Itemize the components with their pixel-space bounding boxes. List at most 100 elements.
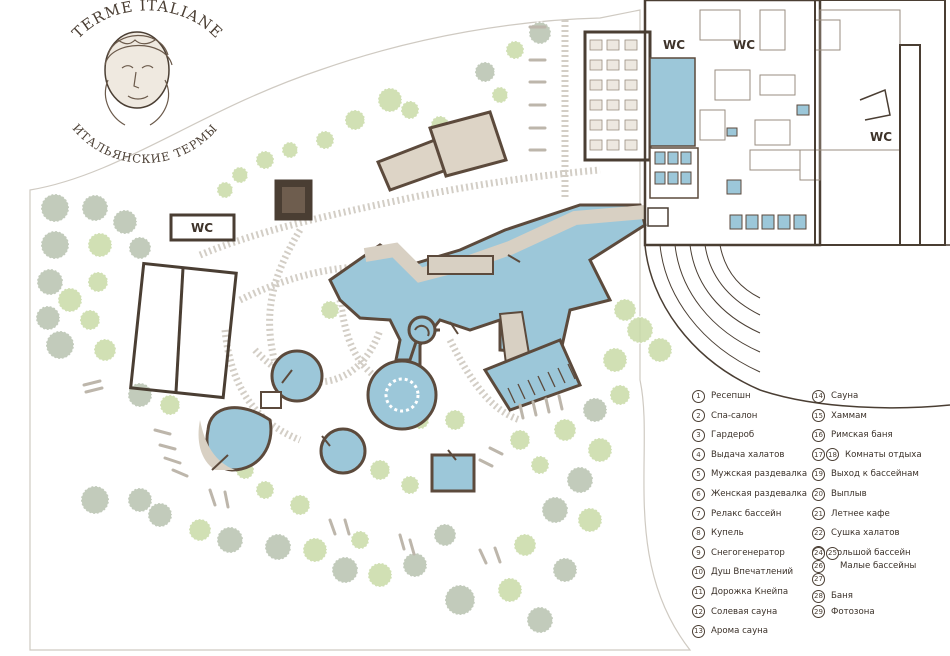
legend-item: 15 Хаммам xyxy=(812,408,867,424)
tree xyxy=(444,409,466,431)
legend-label: Большой бассейн xyxy=(831,547,911,558)
legend-item: 29 Фотозона xyxy=(812,604,875,620)
legend-number-badge: 2 xyxy=(692,409,705,423)
tree xyxy=(127,487,153,513)
legend-label: Выплыв xyxy=(831,489,867,499)
tree xyxy=(231,166,249,184)
legend-item: 4 Выдача халатов xyxy=(692,447,784,463)
legend-label: Релакс бассейн xyxy=(711,508,782,519)
tree xyxy=(369,459,391,481)
sun-loungers xyxy=(82,25,564,565)
round-pool-medium xyxy=(270,349,324,403)
tree xyxy=(609,384,631,406)
legend-label: Римская баня xyxy=(831,430,893,441)
legend-item: 22 Сушка халатов xyxy=(812,525,900,541)
legend-number-badge: 12 xyxy=(692,605,705,619)
legend-label: Комнаты отдыха xyxy=(845,449,922,460)
legend-label: Ресепшн xyxy=(711,391,751,401)
legend-number-badge: 27 xyxy=(812,572,825,586)
legend-number-badge: 20 xyxy=(812,487,825,501)
legend-label: Спа-салон xyxy=(711,410,758,421)
garden-structures: WC xyxy=(129,110,508,400)
legend-item: 2 Спа-салон xyxy=(692,408,757,424)
tree xyxy=(188,518,212,542)
tree xyxy=(553,418,577,442)
legend-label: Снегогенератор xyxy=(711,547,785,558)
wc-building-left xyxy=(169,213,236,242)
tree xyxy=(35,305,61,331)
tree xyxy=(350,530,370,550)
legend-number-badge: 7 xyxy=(692,507,705,521)
site-boundary xyxy=(29,9,692,651)
tree xyxy=(128,236,152,260)
legend-label: Фотозона xyxy=(831,606,875,617)
legend-label: Выдача халатов xyxy=(711,449,785,460)
tree xyxy=(613,298,637,322)
legend-label: Гардероб xyxy=(711,430,755,441)
tree xyxy=(79,309,101,331)
legend-number-badge: 29 xyxy=(812,605,825,619)
wc-label: WC xyxy=(733,38,755,52)
legend-number-badge: 9 xyxy=(692,546,705,560)
legend-number-badge: 26 xyxy=(812,559,825,573)
wc-label: WC xyxy=(663,38,685,52)
tree xyxy=(497,577,523,603)
legend-number-badge: 13 xyxy=(692,624,705,638)
legend-label: Баня xyxy=(831,591,853,601)
legend-item: 6 Женская раздевалка xyxy=(692,486,807,502)
legend-number-badge: 22 xyxy=(812,526,825,540)
legend-number-badge: 24 xyxy=(812,546,825,560)
tree xyxy=(491,86,509,104)
legend-label: Женская раздевалка xyxy=(711,489,808,499)
tree xyxy=(264,533,292,561)
tree xyxy=(112,209,138,235)
legend-label: Хаммам xyxy=(831,410,867,421)
round-pool-small xyxy=(319,427,367,475)
tree xyxy=(626,316,654,344)
tree xyxy=(93,338,117,362)
legend-label: Малые бассейны xyxy=(840,561,917,572)
legend-number-badge: 17 xyxy=(812,448,825,462)
tree xyxy=(255,150,275,170)
tree xyxy=(216,181,234,199)
legend-number-badge: 16 xyxy=(812,428,825,442)
legend-number-badge: 18 xyxy=(826,448,839,462)
sauna-building-2 xyxy=(428,110,508,178)
legend-label: Мужская раздевалка xyxy=(711,469,808,480)
legend-number-badge: 6 xyxy=(692,487,705,501)
legend-number-badge: 4 xyxy=(692,448,705,462)
legend-label: Летнее кафе xyxy=(831,508,890,519)
tree xyxy=(647,337,673,363)
wc-label: WC xyxy=(870,130,892,144)
tree xyxy=(367,562,393,588)
tree xyxy=(402,552,428,578)
legend-number-badge: 21 xyxy=(812,507,825,521)
legend-number-badge: 25 xyxy=(826,546,839,560)
legend-label: Душ Впечатлений xyxy=(711,567,794,578)
legend-number-badge: 15 xyxy=(812,409,825,423)
legend-number-badge: 3 xyxy=(692,428,705,442)
legend-item: 3 Гардероб xyxy=(692,427,754,443)
legend-item: 16 Римская баня xyxy=(812,427,893,443)
tree xyxy=(528,21,552,45)
brand-logo: TERME ITALIANE ИТАЛЬЯНСКИЕ ТЕРМЫ xyxy=(68,0,225,166)
tree xyxy=(566,466,594,494)
legend-item: 20 Выплыв xyxy=(812,486,867,502)
round-pool-large xyxy=(366,359,438,431)
tree xyxy=(602,347,628,373)
legend-label: Сушка халатов xyxy=(831,528,900,539)
legend-number-badge: 11 xyxy=(692,585,705,599)
